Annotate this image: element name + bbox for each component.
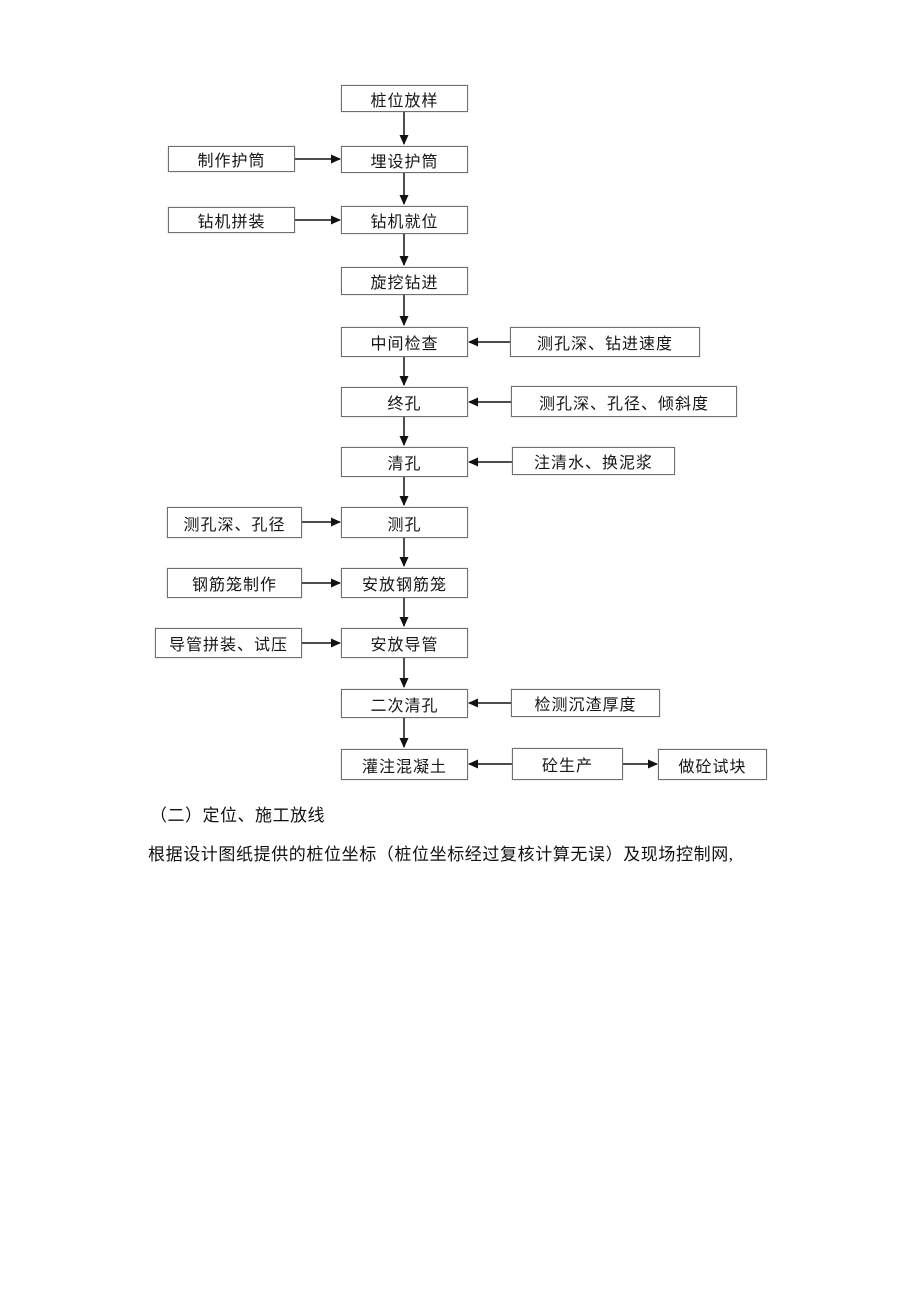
flow-node-clean-hole: 清孔 xyxy=(341,447,468,477)
flow-node-pour-concrete: 灌注混凝土 xyxy=(341,749,468,780)
flow-node-inject-water-change-slurry: 注清水、换泥浆 xyxy=(512,447,675,475)
pile-construction-flowchart: 桩位放样制作护筒埋设护筒钻机拼装钻机就位旋挖钻进中间检查测孔深、钻进速度终孔测孔… xyxy=(155,85,767,780)
flow-node-pile-position-layout: 桩位放样 xyxy=(341,85,468,112)
flow-node-cage-fabrication: 钢筋笼制作 xyxy=(167,568,302,598)
flow-node-concrete-production: 砼生产 xyxy=(512,748,623,780)
flow-node-embed-casing: 埋设护筒 xyxy=(341,146,468,173)
flow-node-second-clean-hole: 二次清孔 xyxy=(341,689,468,718)
flow-node-rig-in-position: 钻机就位 xyxy=(341,206,468,234)
flow-node-concrete-test-block: 做砼试块 xyxy=(658,749,767,780)
body-paragraph: 根据设计图纸提供的桩位坐标（桩位坐标经过复核计算无误）及现场控制网, xyxy=(148,845,734,864)
flow-node-make-casing: 制作护筒 xyxy=(168,146,295,172)
flow-node-place-rebar-cage: 安放钢筋笼 xyxy=(341,568,468,598)
flow-node-rig-assembly: 钻机拼装 xyxy=(168,207,295,233)
flow-node-place-tremie: 安放导管 xyxy=(341,628,468,658)
flow-node-rotary-drilling: 旋挖钻进 xyxy=(341,267,468,295)
flow-node-measure-depth-dia-incline: 测孔深、孔径、倾斜度 xyxy=(511,386,737,417)
flow-node-intermediate-check: 中间检查 xyxy=(341,327,468,357)
flow-node-sediment-thickness-check: 检测沉渣厚度 xyxy=(511,689,660,717)
section-heading: （二）定位、施工放线 xyxy=(150,806,325,825)
flow-node-final-hole: 终孔 xyxy=(341,387,468,417)
flow-node-tremie-assembly-test: 导管拼装、试压 xyxy=(155,628,302,658)
flow-arrows xyxy=(295,112,658,769)
flow-node-measure-depth-dia: 测孔深、孔径 xyxy=(167,507,302,538)
flow-node-measure-hole: 测孔 xyxy=(341,507,468,538)
flow-node-measure-depth-speed: 测孔深、钻进速度 xyxy=(510,327,700,357)
